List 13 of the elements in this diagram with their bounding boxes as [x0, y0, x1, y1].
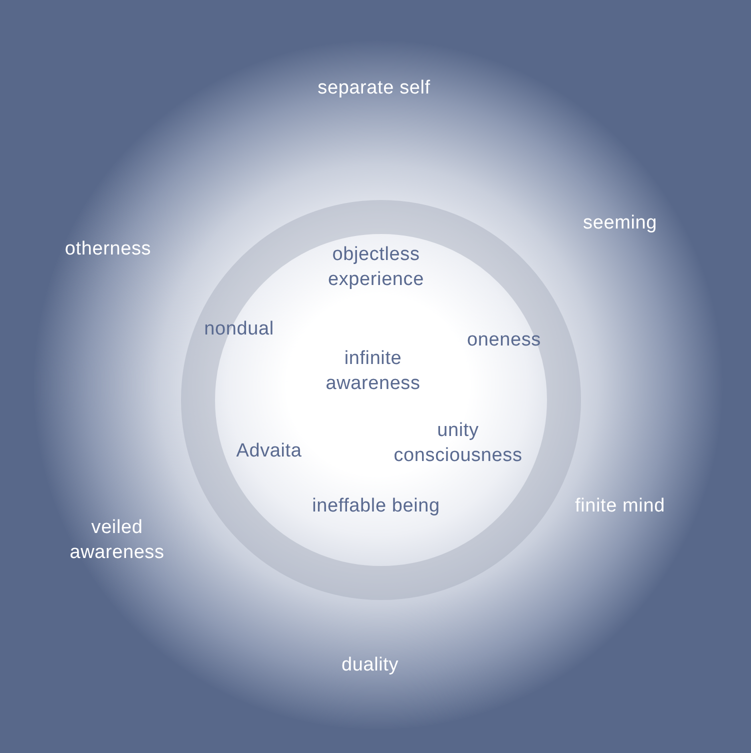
word-label: infinite awareness — [324, 347, 422, 396]
word-label: Advaita — [236, 440, 302, 464]
word-label: duality — [341, 654, 399, 678]
word-label: seeming — [583, 212, 657, 236]
word-label: oneness — [467, 328, 541, 352]
word-label: ineffable being — [312, 494, 440, 518]
word-label: objectless experience — [327, 243, 425, 292]
word-label: otherness — [64, 238, 152, 262]
word-label: finite mind — [575, 494, 665, 518]
word-label: nondual — [204, 318, 274, 342]
word-label: veiled awareness — [68, 516, 166, 565]
word-label: separate self — [318, 76, 430, 100]
word-label: unity consciousness — [392, 419, 524, 468]
